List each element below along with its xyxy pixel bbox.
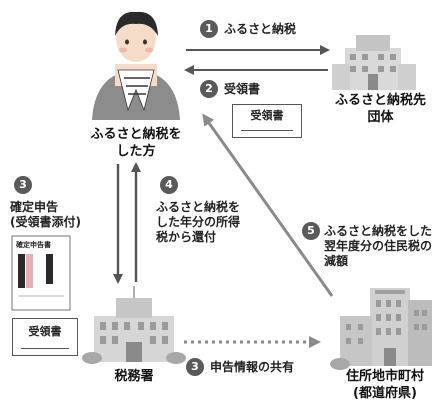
receipt-card-left: 受領書 — [12, 318, 78, 356]
destination-building-illustration — [332, 35, 416, 90]
receipt-underline — [241, 130, 293, 131]
step-3-badge: 3 — [14, 176, 32, 194]
receipt-underline — [21, 348, 69, 349]
municipality-building-illustration — [330, 288, 432, 370]
step-2-label: 受領書 — [224, 82, 261, 96]
info-sharing-badge: 3 — [186, 358, 204, 376]
tax-office-label: 税務署 — [114, 369, 154, 384]
step-2-badge: 2 — [200, 80, 218, 98]
destination-label: ふるさと納税先 団体 — [320, 92, 441, 126]
tax-form-document — [11, 235, 71, 311]
municipality-label: 住所地市町村 (都道府県) — [330, 368, 440, 402]
step-3-label: 確定申告 (受領書添付) — [10, 200, 81, 229]
step-4-label: ふるさと納税を した年分の所得 税から還付 — [156, 200, 241, 244]
municipality-label-line1: 住所地市町村 — [345, 369, 424, 384]
destination-label-line1: ふるさと納税先 — [334, 93, 426, 108]
tax-office-building-illustration — [82, 286, 186, 364]
tax-form-title: 確定申告書 — [16, 241, 51, 249]
step-5-label: ふるさと納税をした 翌年度分の住民税の 減額 — [324, 224, 433, 268]
step-1-label: ふるさと納税 — [224, 22, 297, 36]
destination-label-line2: 団体 — [367, 110, 394, 125]
step-1-badge: 1 — [200, 20, 218, 38]
person-label-line1: ふるさと納税を — [90, 127, 182, 142]
step-5-badge: 5 — [302, 222, 320, 240]
step-4-badge: 4 — [160, 176, 178, 194]
info-sharing-label: 申告情報の共有 — [210, 360, 295, 374]
municipality-label-line2: (都道府県) — [353, 386, 417, 401]
person-label: ふるさと納税を した方 — [76, 126, 196, 160]
person-label-line2: した方 — [116, 144, 156, 159]
arrow-resident-tax-reduction — [202, 113, 334, 297]
person-illustration — [92, 11, 180, 120]
receipt-card-top: 受領書 — [232, 104, 302, 138]
